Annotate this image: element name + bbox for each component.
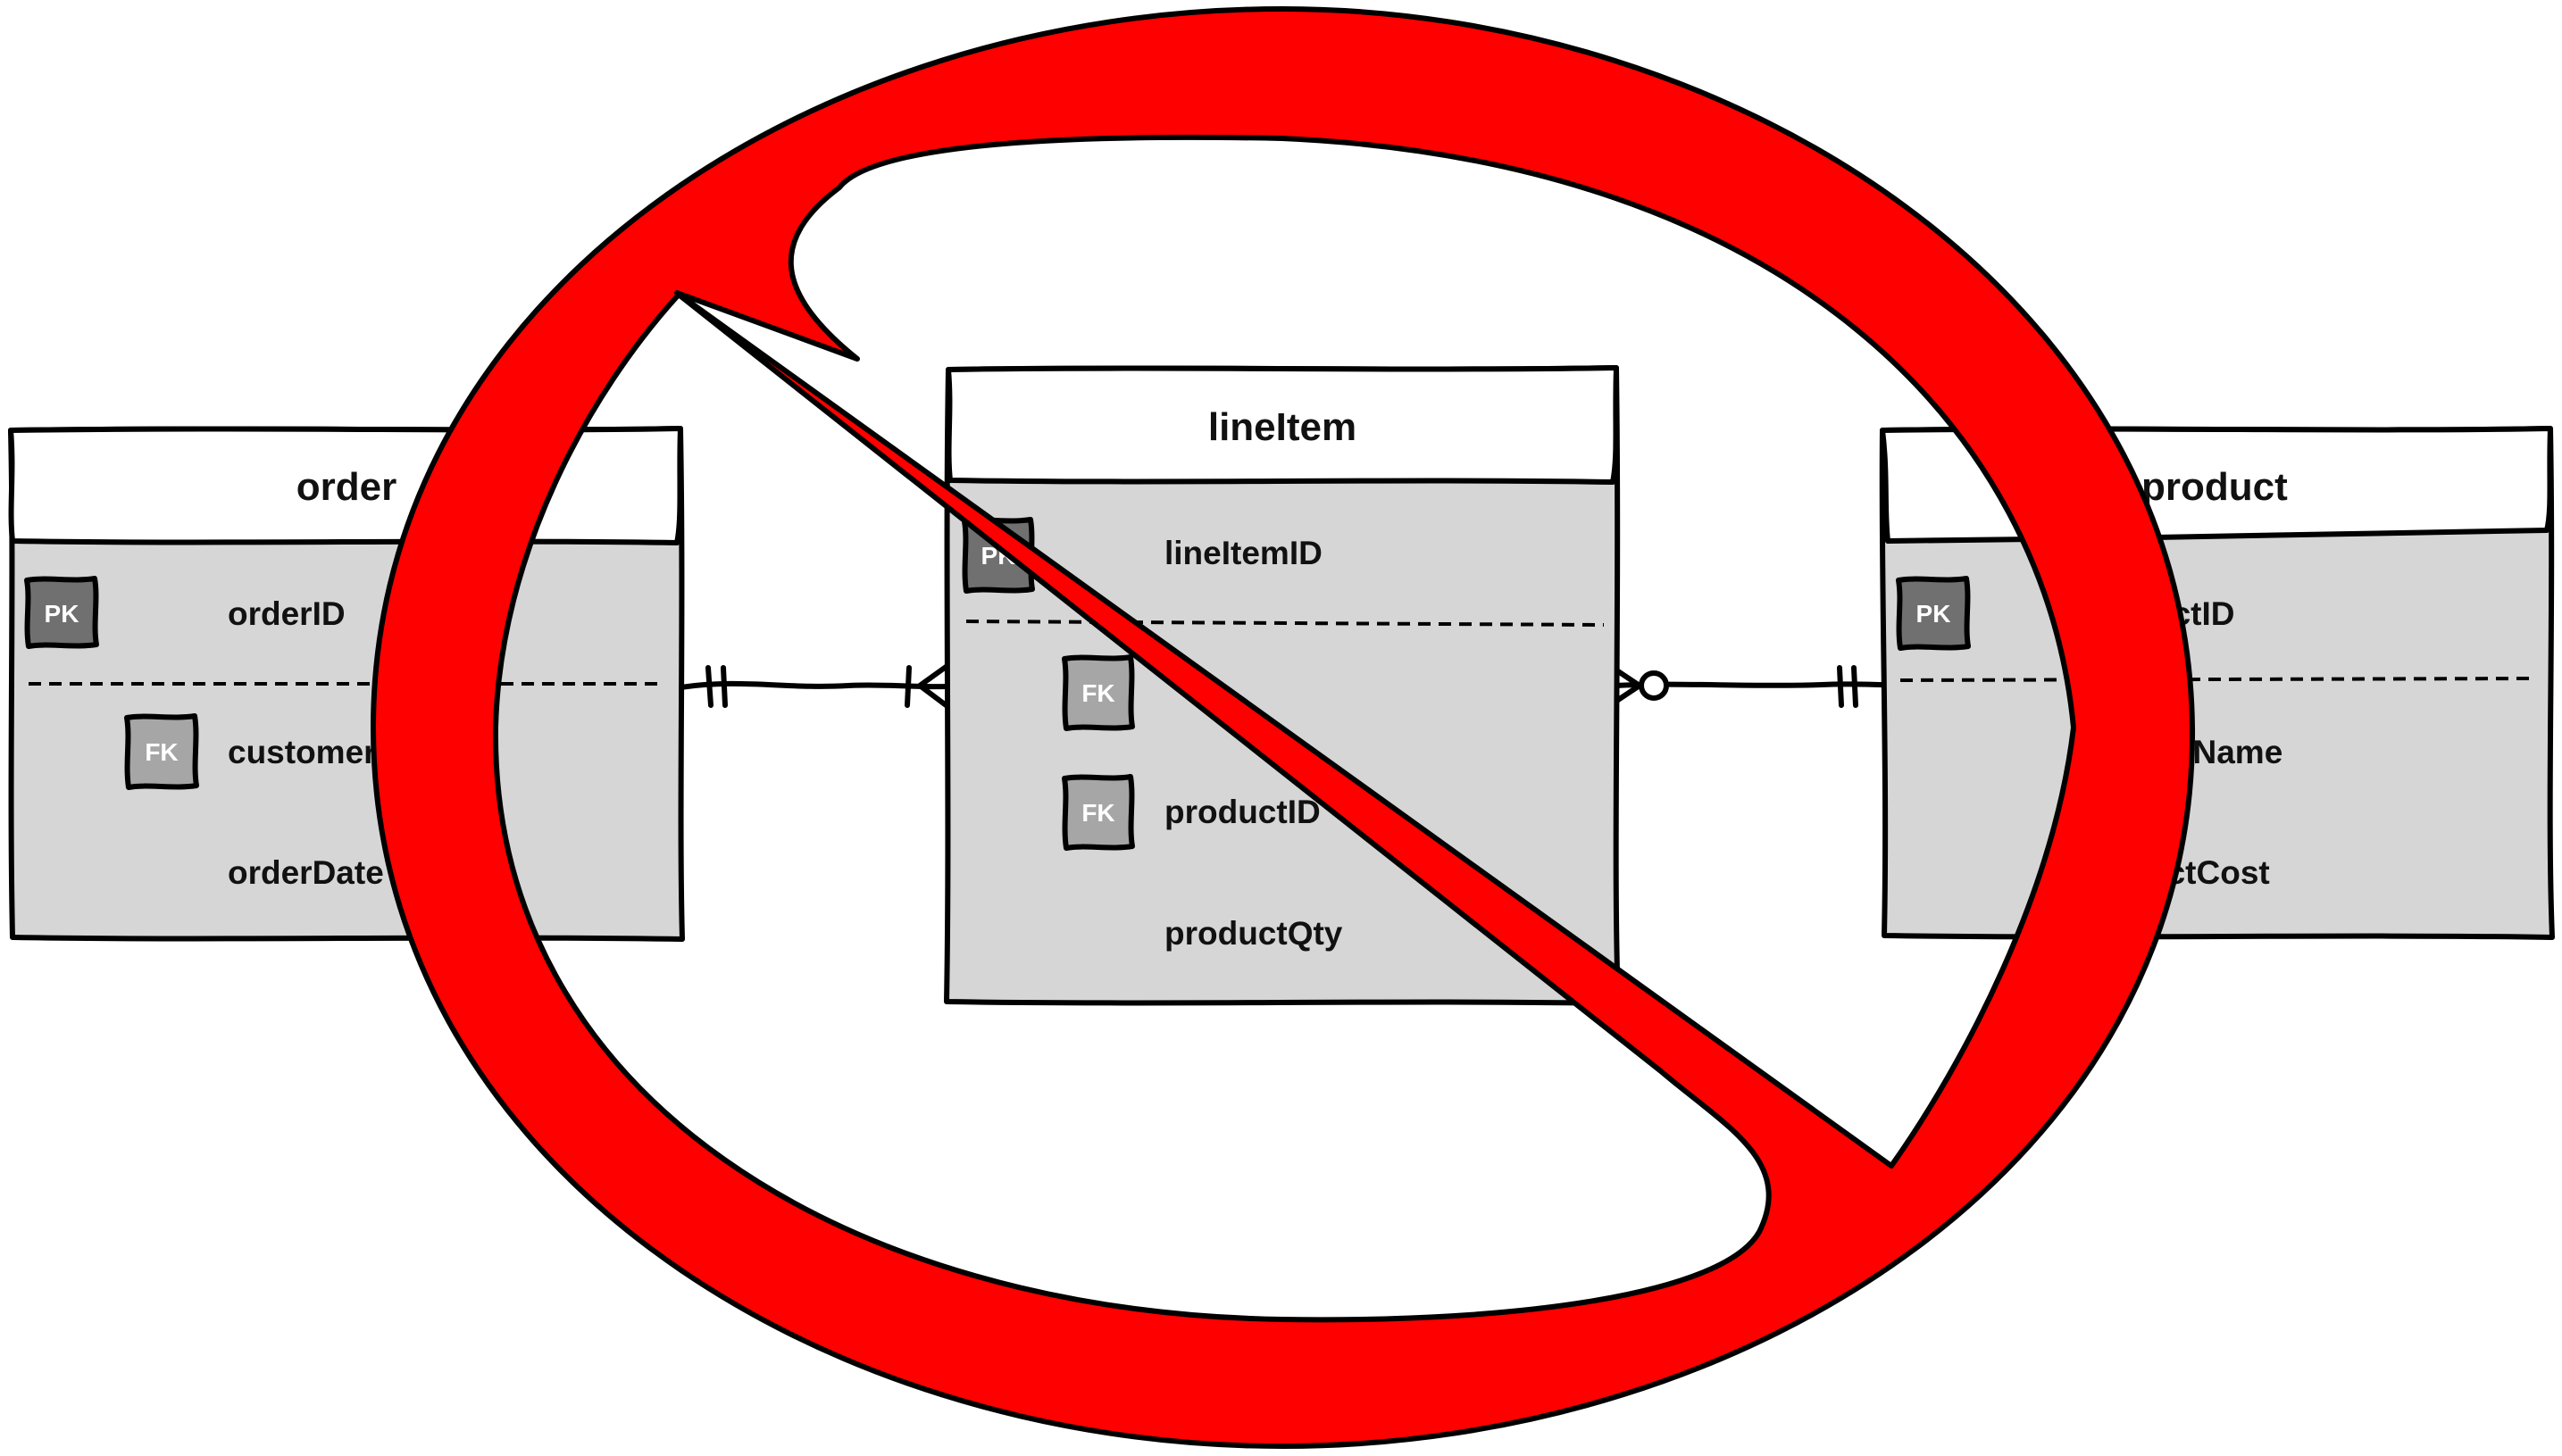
svg-text:FK: FK bbox=[145, 738, 178, 766]
relationship-order-lineitem bbox=[678, 662, 951, 710]
prohibition-sign-icon bbox=[371, 6, 2196, 1449]
svg-text:FK: FK bbox=[1081, 799, 1114, 827]
svg-text:PK: PK bbox=[45, 600, 79, 628]
entity-order: order PK orderID FK customer orderDate bbox=[8, 426, 685, 942]
entity-product: product PK uctID uctName uctCost bbox=[1879, 426, 2555, 940]
entity-title: product bbox=[2141, 465, 2288, 509]
entity-header bbox=[946, 365, 1619, 485]
entity-title: order bbox=[296, 465, 396, 509]
field-lineItemID: lineItemID bbox=[1164, 535, 1323, 571]
pk-badge: PK bbox=[24, 576, 99, 649]
svg-text:FK: FK bbox=[1081, 679, 1114, 707]
field-productID: productID bbox=[1164, 794, 1321, 830]
pk-badge: PK bbox=[1896, 576, 1971, 651]
entity-lineitem: lineItem PK lineItemID FK FK productID p… bbox=[944, 365, 1621, 1006]
entity-title: lineItem bbox=[1208, 405, 1356, 449]
pk-divider bbox=[965, 620, 1605, 627]
fk-badge: FK bbox=[124, 713, 199, 790]
fk-badge: FK bbox=[1062, 654, 1135, 731]
fk-badge: FK bbox=[1062, 774, 1135, 851]
field-orderDate: orderDate bbox=[228, 854, 384, 891]
field-customer: customer bbox=[228, 734, 377, 770]
svg-text:PK: PK bbox=[1916, 600, 1951, 628]
relationship-lineitem-product bbox=[1610, 665, 1899, 708]
pk-divider bbox=[1899, 677, 2537, 682]
field-orderID: orderID bbox=[228, 595, 346, 632]
field-productQty: productQty bbox=[1164, 915, 1343, 952]
